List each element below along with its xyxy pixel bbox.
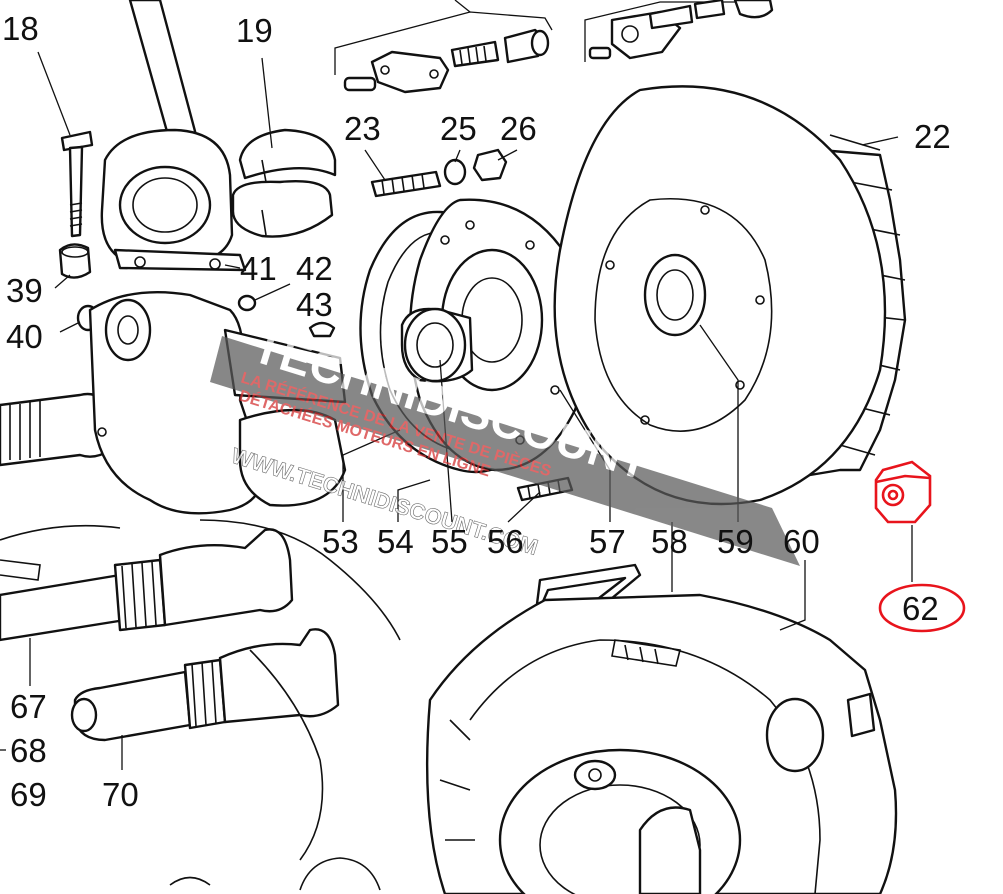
label-54: 54	[377, 523, 414, 560]
label-62: 62	[902, 590, 939, 627]
label-70: 70	[102, 776, 139, 813]
connecting-rod	[100, 0, 247, 272]
part-labels: 18 19 22 23 25 26 39 40 41 42 43 53 54 5…	[2, 10, 951, 813]
label-42: 42	[296, 250, 333, 287]
label-59: 59	[717, 523, 754, 560]
crankcase-outline-left	[0, 519, 401, 861]
top-small-parts	[343, 0, 774, 94]
label-53: 53	[322, 523, 359, 560]
label-23: 23	[344, 110, 381, 147]
label-22: 22	[914, 118, 951, 155]
label-19: 19	[236, 12, 273, 49]
label-41: 41	[240, 250, 277, 287]
key-43	[308, 321, 336, 338]
label-18: 18	[2, 10, 39, 47]
stud-23	[370, 170, 442, 198]
label-60: 60	[783, 523, 820, 560]
label-67: 67	[10, 688, 47, 725]
ring-42	[237, 294, 257, 312]
nut-62	[874, 460, 932, 524]
flywheel-fan-22	[553, 85, 907, 506]
label-40: 40	[6, 318, 43, 355]
label-43: 43	[296, 286, 333, 323]
bearing-shells-19	[231, 128, 337, 238]
shaft-70	[70, 628, 340, 742]
label-39: 39	[6, 272, 43, 309]
bolt-18	[58, 130, 94, 279]
nut-62-highlight	[874, 460, 966, 633]
label-57: 57	[589, 523, 626, 560]
nut-26	[472, 148, 508, 182]
lower-hub	[169, 857, 381, 891]
label-55: 55	[431, 523, 468, 560]
label-56: 56	[487, 523, 524, 560]
label-58: 58	[651, 523, 688, 560]
label-69: 69	[10, 776, 47, 813]
fan-cover-60	[425, 563, 898, 894]
label-26: 26	[500, 110, 537, 147]
shaft-67	[0, 528, 294, 642]
washer-25	[443, 158, 467, 186]
label-62-circle	[878, 583, 966, 633]
label-68: 68	[10, 732, 47, 769]
label-25: 25	[440, 110, 477, 147]
watermark-banner	[210, 336, 800, 566]
